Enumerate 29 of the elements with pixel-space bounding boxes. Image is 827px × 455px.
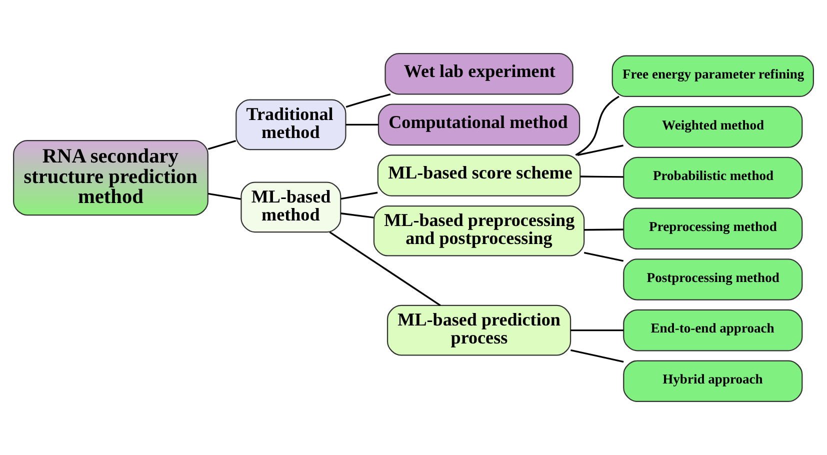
connector bbox=[570, 329, 624, 332]
connector bbox=[584, 252, 624, 262]
node-box: Traditional method bbox=[236, 99, 346, 150]
node-box: Probabilistic method bbox=[623, 156, 803, 199]
connector bbox=[577, 144, 624, 156]
node-box: ML-based score scheme bbox=[377, 154, 581, 196]
connector bbox=[580, 176, 624, 178]
connector bbox=[208, 192, 241, 200]
node-box: End-to-end approach bbox=[623, 309, 803, 352]
node-box: Computational method bbox=[378, 104, 580, 146]
connector bbox=[346, 93, 391, 108]
node-box: Preprocessing method bbox=[623, 208, 803, 250]
node-box: RNA secondary structure prediction method bbox=[13, 140, 208, 216]
node-box: ML-based method bbox=[240, 182, 342, 233]
connector bbox=[340, 212, 374, 218]
connector bbox=[340, 192, 378, 200]
connector bbox=[570, 349, 624, 363]
connector bbox=[329, 231, 441, 306]
node-box: Wet lab experiment bbox=[384, 52, 574, 95]
connector bbox=[208, 140, 236, 150]
node-box: ML-based preprocessing and postprocessing bbox=[373, 205, 585, 256]
connector bbox=[575, 96, 620, 156]
node-box: ML-based prediction process bbox=[386, 304, 572, 356]
node-box: Postprocessing method bbox=[623, 258, 803, 300]
node-box: Hybrid approach bbox=[623, 360, 803, 402]
node-box: Free energy parameter refining bbox=[612, 55, 814, 98]
connector bbox=[346, 124, 378, 126]
node-box: Weighted method bbox=[623, 106, 803, 148]
connector bbox=[584, 228, 624, 231]
